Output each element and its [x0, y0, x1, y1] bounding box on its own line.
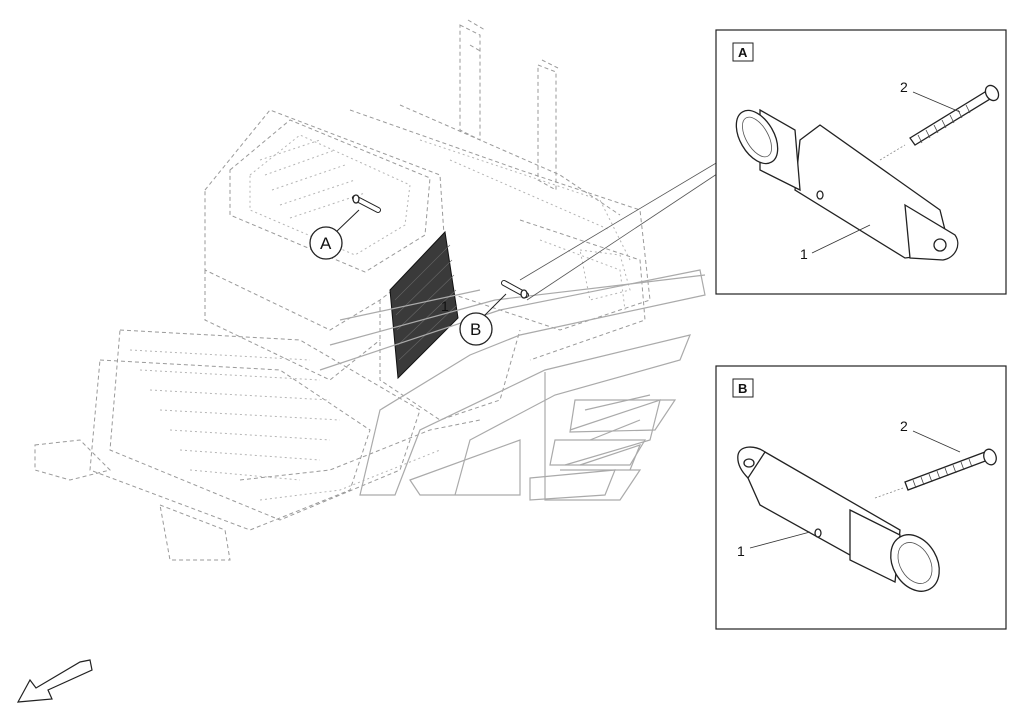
pin-location-a: A: [309, 194, 381, 260]
callout-a-circle[interactable]: [309, 226, 343, 260]
detail-box-a: A 2 1: [715, 29, 1007, 295]
machine-overview-ghost: [34, 19, 651, 561]
callout-b-circle[interactable]: [459, 312, 493, 346]
orientation-arrow-icon: [16, 659, 93, 703]
radiator-grille: 1: [389, 230, 459, 380]
detail-a-item-2: 2: [900, 79, 908, 95]
pin-a-drawing: [735, 108, 959, 261]
detail-b-title: B: [738, 381, 747, 396]
pin-location-b: B: [459, 280, 529, 346]
bolt-a-drawing: [879, 84, 1000, 161]
callout-b-label: B: [470, 320, 481, 339]
callout-a-label: A: [320, 234, 332, 253]
leader-to-detail-a: [519, 149, 739, 281]
pin-b-drawing: [737, 446, 940, 592]
detail-a-item-1: 1: [800, 246, 808, 262]
overview-item-label: 1: [441, 298, 449, 314]
bolt-b-drawing: [874, 448, 997, 499]
highlight-chevrons: [319, 269, 706, 501]
detail-b-item-1: 1: [737, 543, 745, 559]
detail-b-item-2: 2: [900, 418, 908, 434]
detail-box-b: B 2 1: [715, 365, 1007, 630]
detail-a-title: A: [738, 45, 748, 60]
